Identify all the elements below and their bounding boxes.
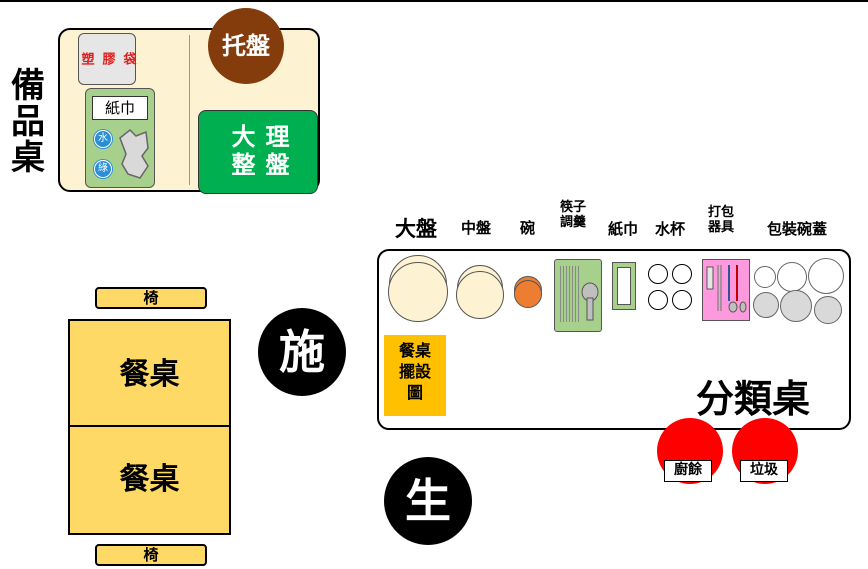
dining-table-1: 餐桌 — [68, 319, 231, 427]
plastic-bag-char: 塑 — [78, 51, 94, 67]
packing-label: 打包 器具 — [708, 205, 734, 235]
big-tray-text: 大整 — [227, 124, 255, 180]
medium-plate-label: 中盤 — [461, 219, 492, 237]
lid-icon — [754, 266, 776, 288]
napkin-label: 紙巾 — [608, 220, 639, 238]
table-layout-card: 餐桌 擺設 圖 — [384, 335, 446, 416]
cup-label: 水杯 — [655, 220, 686, 238]
plastic-bag-char: 膠 — [99, 51, 115, 67]
chopsticks-label: 筷子 調羹 — [560, 200, 586, 230]
plastic-bag-box: 塑 膠 袋 — [78, 33, 136, 85]
chopstick-icon — [578, 266, 579, 322]
prep-table-label-char: 桌 — [11, 138, 45, 178]
prep-table-label: 備 品 桌 — [8, 68, 48, 176]
chair-top: 椅 — [95, 287, 207, 309]
cup-icon — [672, 290, 692, 310]
kitchen-waste-label: 廚餘 — [664, 460, 712, 482]
prep-table-label-char: 品 — [11, 102, 45, 142]
sorting-table-title: 分類桌 — [696, 377, 811, 421]
layout-card-line: 餐桌 — [398, 341, 431, 360]
chopsticks-label-line: 調羹 — [560, 215, 587, 230]
chair-bottom: 椅 — [95, 544, 207, 566]
top-border-line — [0, 0, 868, 2]
tissue-pile-icon — [119, 128, 149, 179]
big-tray-text: 理盤 — [261, 124, 289, 180]
water-badge-icon: 水 — [94, 130, 112, 148]
layout-card-line: 圖 — [406, 383, 423, 402]
service-char-circle: 生 — [384, 457, 472, 545]
prep-table-divider — [189, 35, 190, 185]
service-char-circle: 施 — [258, 308, 346, 396]
lids-label: 包裝碗蓋 — [767, 220, 828, 238]
lid-icon — [777, 262, 807, 292]
large-plate-icon — [388, 262, 448, 322]
cup-icon — [648, 290, 668, 310]
medium-plate-icon — [456, 271, 504, 319]
lid-icon — [814, 296, 842, 324]
lid-icon — [753, 292, 779, 318]
chopstick-icon — [569, 266, 570, 322]
cup-icon — [672, 264, 692, 284]
tray-circle: 托盤 — [208, 8, 284, 84]
large-plate-label: 大盤 — [395, 217, 437, 241]
spoon-icon — [581, 282, 599, 321]
layout-card-line: 擺設 — [398, 362, 431, 381]
prep-table-label-char: 備 — [11, 66, 45, 106]
bowl-label: 碗 — [520, 219, 536, 237]
lid-icon — [780, 290, 812, 322]
chopstick-icon — [572, 266, 573, 322]
packing-label-line: 器具 — [708, 220, 735, 235]
green-badge-icon: 綠 — [94, 160, 112, 178]
lid-icon — [808, 258, 844, 294]
chopstick-icon — [563, 266, 564, 322]
dining-table-2: 餐桌 — [68, 425, 231, 535]
napkin-icon — [617, 267, 631, 305]
big-tray-box: 大整 理盤 — [198, 110, 318, 194]
bowl-icon — [514, 280, 542, 308]
packing-label-line: 打包 — [708, 205, 735, 220]
chopsticks-label-line: 筷子 — [560, 200, 587, 215]
plastic-bag-char: 袋 — [120, 51, 136, 67]
chopstick-icon — [566, 266, 567, 322]
tissue-label: 紙巾 — [92, 96, 148, 120]
utensils-icon — [706, 265, 747, 313]
cup-icon — [648, 264, 668, 284]
chopstick-icon — [560, 266, 561, 322]
garbage-label: 垃圾 — [740, 460, 788, 482]
chopstick-icon — [575, 266, 576, 322]
